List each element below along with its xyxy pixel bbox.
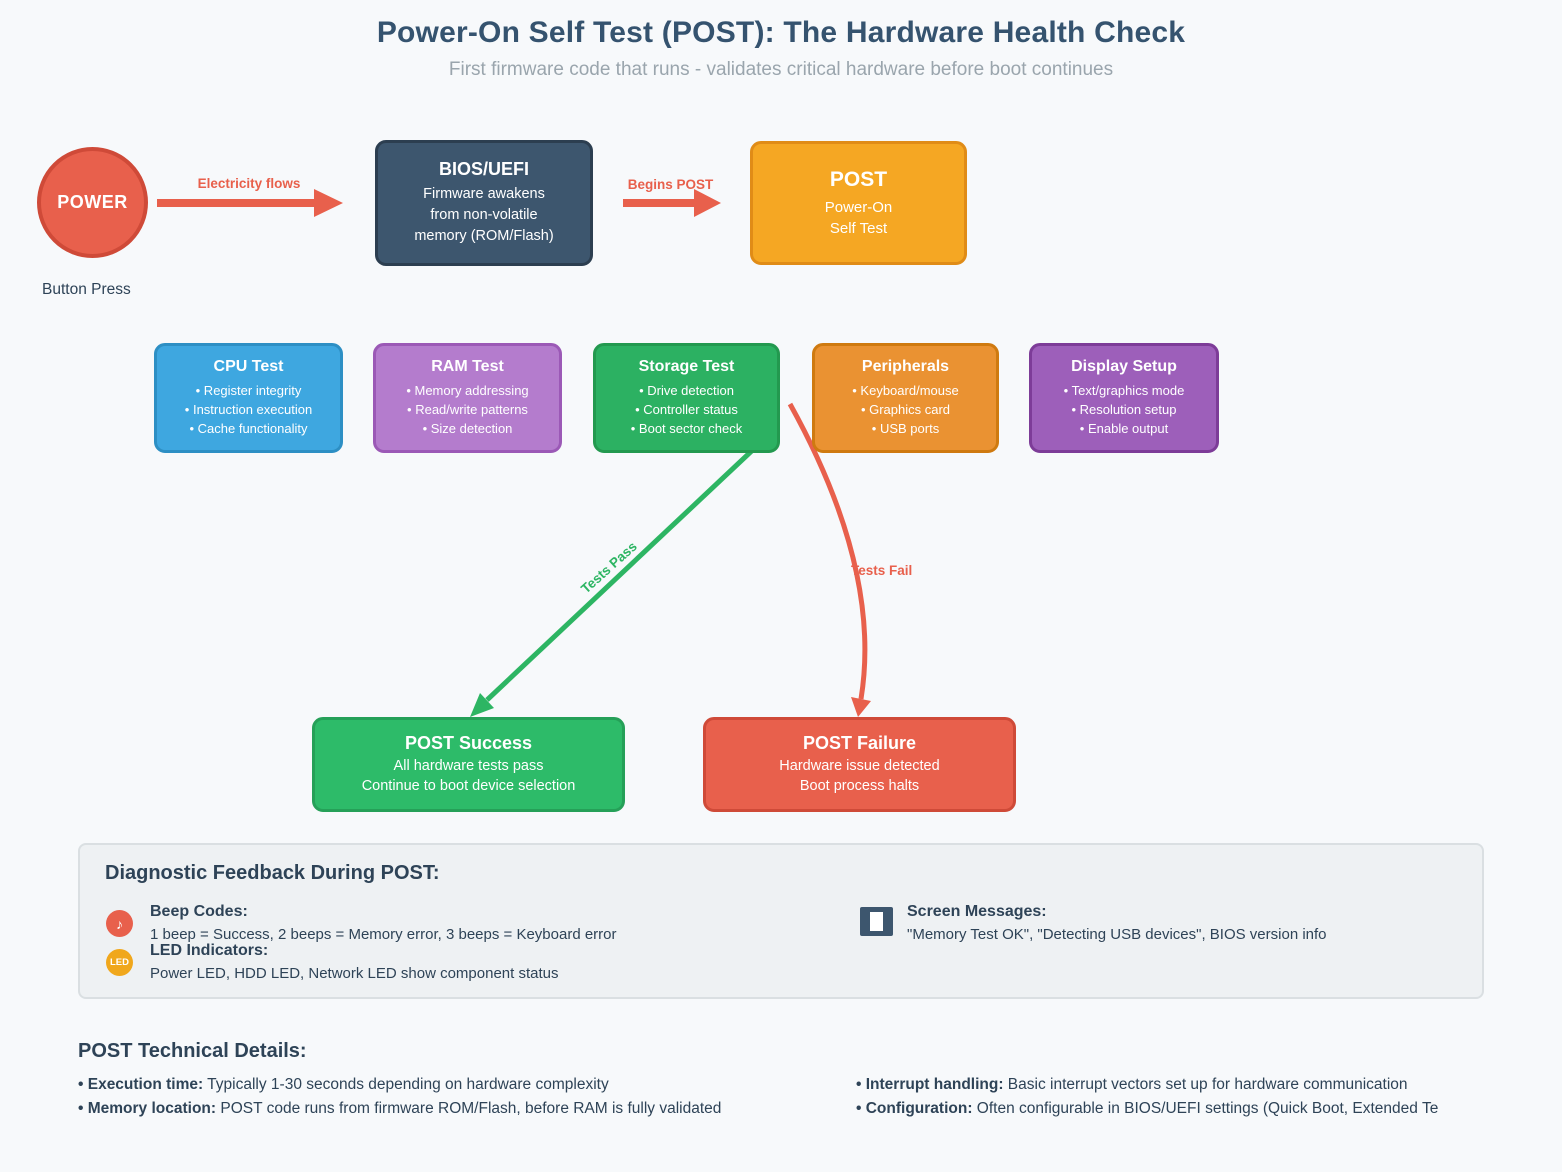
tests-fail-arrow — [787, 402, 871, 717]
cpu-test-item: • Register integrity — [195, 383, 302, 398]
ram-test-node: RAM Test • Memory addressing • Read/writ… — [373, 343, 562, 453]
peripherals-title: Peripherals — [861, 358, 950, 375]
ram-test-title: RAM Test — [431, 358, 504, 375]
beep-codes-title: Beep Codes: — [150, 903, 248, 920]
peripherals-item: • USB ports — [871, 421, 940, 436]
bios-line: Firmware awakens — [423, 186, 545, 202]
display-setup-item: • Enable output — [1079, 421, 1169, 436]
page-title: Power-On Self Test (POST): The Hardware … — [376, 16, 1186, 49]
tech-bullet-label: • Interrupt handling: — [856, 1076, 1004, 1093]
begins-post-label: Begins POST — [627, 177, 714, 192]
diagnostics-heading: Diagnostic Feedback During POST: — [105, 862, 440, 884]
peripherals-item: • Keyboard/mouse — [852, 383, 959, 398]
beep-note-icon: ♪ — [106, 910, 133, 937]
tech-bullet-text: Often configurable in BIOS/UEFI settings… — [972, 1100, 1439, 1117]
led-icon: LED — [106, 949, 133, 976]
post-success-line: Continue to boot device selection — [361, 777, 576, 794]
bios-line: memory (ROM/Flash) — [414, 228, 554, 244]
tech-bullet-text: Typically 1-30 seconds depending on hard… — [203, 1076, 609, 1093]
tech-bullet-label: • Memory location: — [78, 1100, 217, 1117]
screen-icon-inner — [870, 912, 883, 931]
post-failure-node: POST Failure Hardware issue detected Boo… — [703, 717, 1016, 812]
tech-bullet-interrupt-handling: • Interrupt handling: Basic interrupt ve… — [856, 1076, 1408, 1094]
storage-test-title: Storage Test — [638, 358, 735, 375]
post-failure-line: Hardware issue detected — [779, 758, 940, 774]
tests-pass-arrow — [470, 443, 760, 717]
screen-messages-text: "Memory Test OK", "Detecting USB devices… — [907, 926, 1327, 943]
storage-test-node: Storage Test • Drive detection • Control… — [593, 343, 780, 453]
screen-messages-title: Screen Messages: — [907, 903, 1047, 920]
ram-test-item: • Size detection — [422, 421, 513, 436]
power-label: POWER — [57, 192, 128, 212]
power-caption: Button Press — [42, 281, 131, 298]
led-indicators-text: Power LED, HDD LED, Network LED show com… — [150, 965, 559, 982]
page-subtitle: First firmware code that runs - validate… — [448, 59, 1114, 80]
post-success-line: All hardware tests pass — [393, 758, 544, 774]
tech-bullet-configuration: • Configuration: Often configurable in B… — [856, 1100, 1438, 1118]
post-node: POST Power-On Self Test — [750, 141, 967, 265]
display-setup-item: • Text/graphics mode — [1063, 383, 1185, 398]
beep-note-glyph: ♪ — [116, 915, 123, 932]
post-line: Power-On — [824, 198, 893, 216]
post-success-title: POST Success — [404, 733, 533, 753]
storage-test-item: • Boot sector check — [630, 421, 743, 436]
bios-title: BIOS/UEFI — [438, 159, 529, 179]
cpu-test-node: CPU Test • Register integrity • Instruct… — [154, 343, 343, 453]
begins-post-arrow — [623, 189, 721, 217]
tech-bullet-execution-time: • Execution time: Typically 1-30 seconds… — [78, 1076, 609, 1094]
technical-details-heading: POST Technical Details: — [78, 1040, 307, 1062]
power-button-node: POWER — [37, 147, 148, 258]
peripherals-test-node: Peripherals • Keyboard/mouse • Graphics … — [812, 343, 999, 453]
storage-test-item: • Drive detection — [639, 383, 734, 398]
cpu-test-item: • Cache functionality — [189, 421, 308, 436]
post-success-node: POST Success All hardware tests pass Con… — [312, 717, 625, 812]
display-setup-title: Display Setup — [1071, 358, 1177, 375]
cpu-test-title: CPU Test — [213, 358, 284, 375]
display-setup-node: Display Setup • Text/graphics mode • Res… — [1029, 343, 1219, 453]
peripherals-item: • Graphics card — [860, 402, 951, 417]
post-failure-title: POST Failure — [802, 733, 917, 753]
tech-bullet-text: POST code runs from firmware ROM/Flash, … — [216, 1100, 722, 1117]
led-icon-label: LED — [110, 957, 129, 968]
electricity-arrow — [157, 189, 343, 217]
cpu-test-item: • Instruction execution — [184, 402, 313, 417]
post-line: Self Test — [829, 219, 888, 237]
bios-uefi-node: BIOS/UEFI Firmware awakens from non-vola… — [375, 140, 593, 266]
ram-test-item: • Read/write patterns — [407, 402, 528, 417]
led-indicators-title: LED Indicators: — [150, 942, 269, 959]
screen-icon — [860, 907, 893, 936]
tech-bullet-memory-location: • Memory location: POST code runs from f… — [78, 1100, 721, 1118]
diagnostic-feedback-panel: Diagnostic Feedback During POST: ♪ Beep … — [78, 843, 1484, 999]
display-setup-item: • Resolution setup — [1071, 402, 1177, 417]
storage-test-item: • Controller status — [635, 402, 738, 417]
tech-bullet-text: Basic interrupt vectors set up for hardw… — [1003, 1076, 1408, 1093]
post-failure-line: Boot process halts — [799, 777, 920, 794]
beep-codes-text: 1 beep = Success, 2 beeps = Memory error… — [150, 926, 617, 943]
tech-bullet-label: • Configuration: — [856, 1100, 973, 1117]
tests-fail-label: Tests Fail — [851, 563, 913, 578]
bios-line: from non-volatile — [430, 207, 538, 223]
post-title: POST — [829, 167, 888, 191]
tech-bullet-label: • Execution time: — [78, 1076, 204, 1093]
ram-test-item: • Memory addressing — [406, 383, 529, 398]
electricity-flows-label: Electricity flows — [197, 176, 301, 191]
